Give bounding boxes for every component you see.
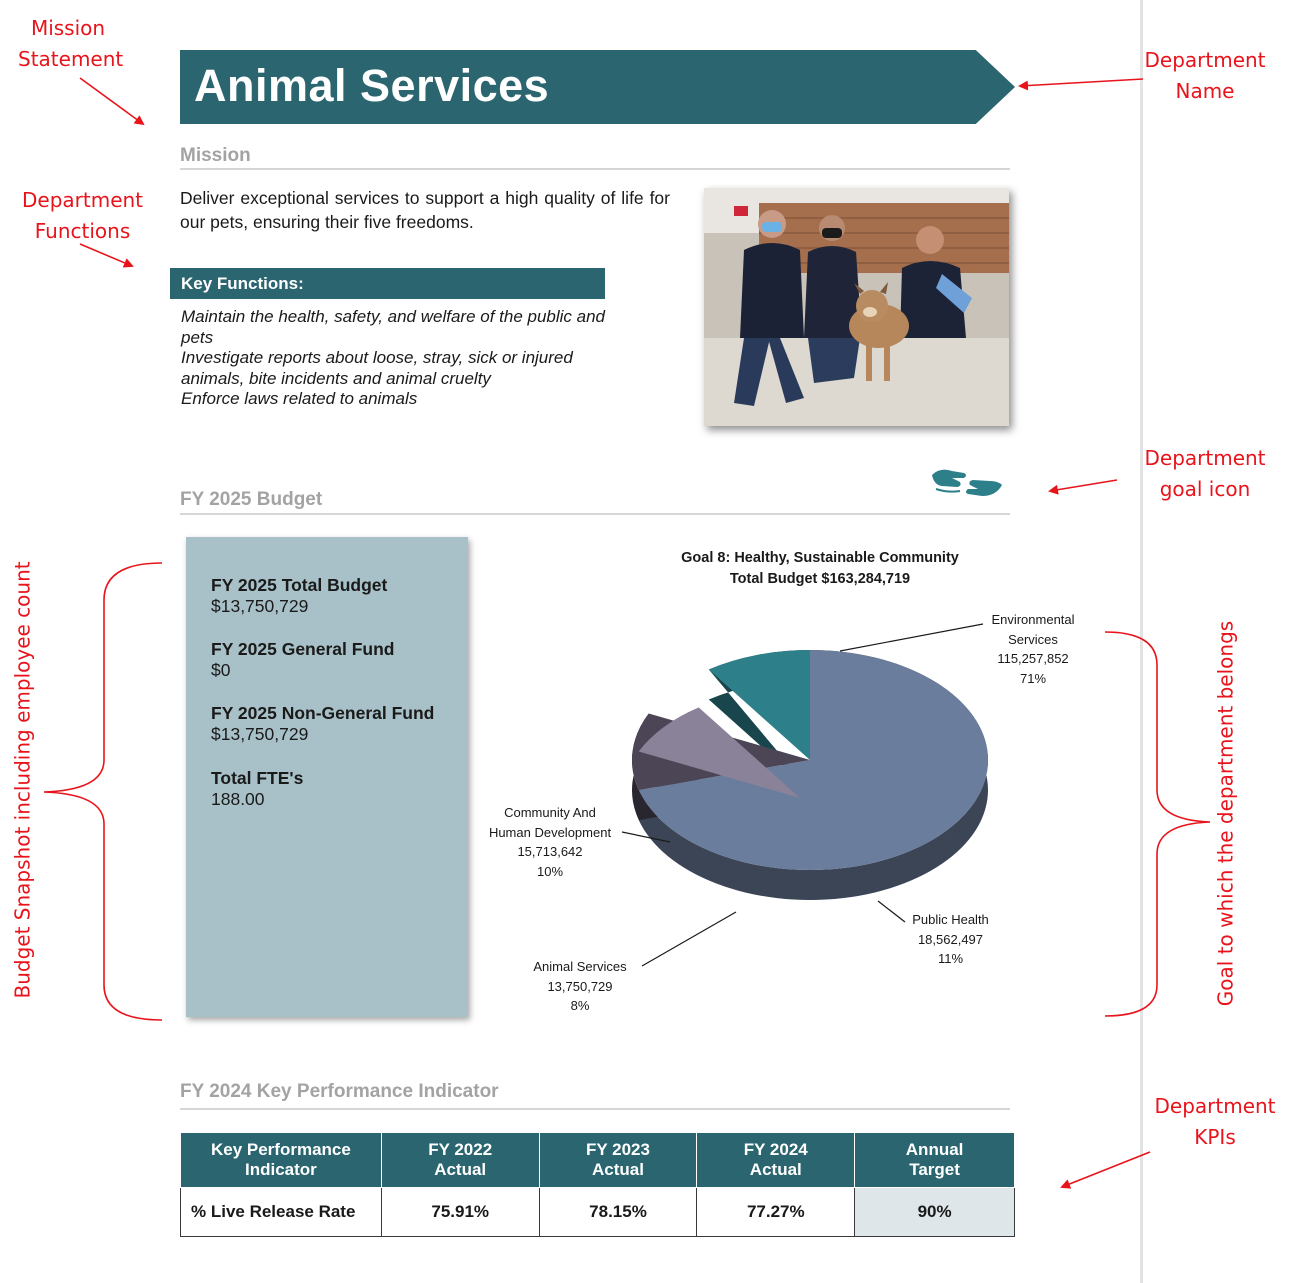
budget-heading: FY 2025 Budget [180,489,323,510]
page-margin-line [1140,0,1143,1283]
department-name: Animal Services [194,60,550,111]
key-function-item: Investigate reports about loose, stray, … [181,348,573,388]
table-row: % Live Release Rate 75.91% 78.15% 77.27%… [180,1187,1015,1237]
pie-leader-line [877,900,906,923]
pie-leader-line [839,623,984,652]
arrow-functions [79,243,134,268]
pie-leader-line [621,831,671,843]
key-function-item: Maintain the health, safety, and welfare… [181,307,606,347]
mission-text: Deliver exceptional services to support … [180,188,670,232]
arrow-kpis [1060,1151,1151,1189]
pie-slice-community-and-human-development [708,650,810,760]
brace-goal [1104,631,1211,1017]
arrow-mission [79,77,145,126]
kpi-fy2022-value: 75.91% [380,1187,540,1237]
mission-divider [180,168,1010,170]
general-fund-item: FY 2025 General Fund$0 [211,639,395,680]
kpi-annual-target: 90% [854,1187,1015,1237]
pie-chart [621,623,989,967]
kpi-fy2023-value: 78.15% [538,1187,698,1237]
budget-snapshot-box: FY 2025 Total Budget$13,750,729 FY 2025 … [186,537,468,1017]
department-title-banner: Animal Services [180,50,1015,124]
key-functions-heading: Key Functions: [170,268,605,299]
arrow-name [1018,78,1144,91]
kpi-indicator-name: % Live Release Rate [180,1187,382,1237]
arrow-goal-icon [1048,479,1118,495]
non-general-fund-item: FY 2025 Non-General Fund$13,750,729 [211,703,435,744]
kpi-heading: FY 2024 Key Performance Indicator [180,1081,499,1102]
budget-divider [180,513,1010,515]
key-function-item: Enforce laws related to animals [181,389,418,408]
pie-leader-line [641,911,737,967]
pie-slice-animal-services [638,707,800,798]
total-budget-item: FY 2025 Total Budget$13,750,729 [211,575,388,616]
staff-with-dog-photo [704,188,1009,426]
kpi-divider [180,1108,1010,1110]
mission-heading: Mission [180,145,251,166]
brace-budget-snapshot [43,562,163,1021]
pie-slice-environmental-services [638,650,989,870]
kpi-fy2024-value: 77.27% [696,1187,856,1237]
hands-icon [932,469,1002,496]
key-functions-list: Maintain the health, safety, and welfare… [181,307,611,410]
